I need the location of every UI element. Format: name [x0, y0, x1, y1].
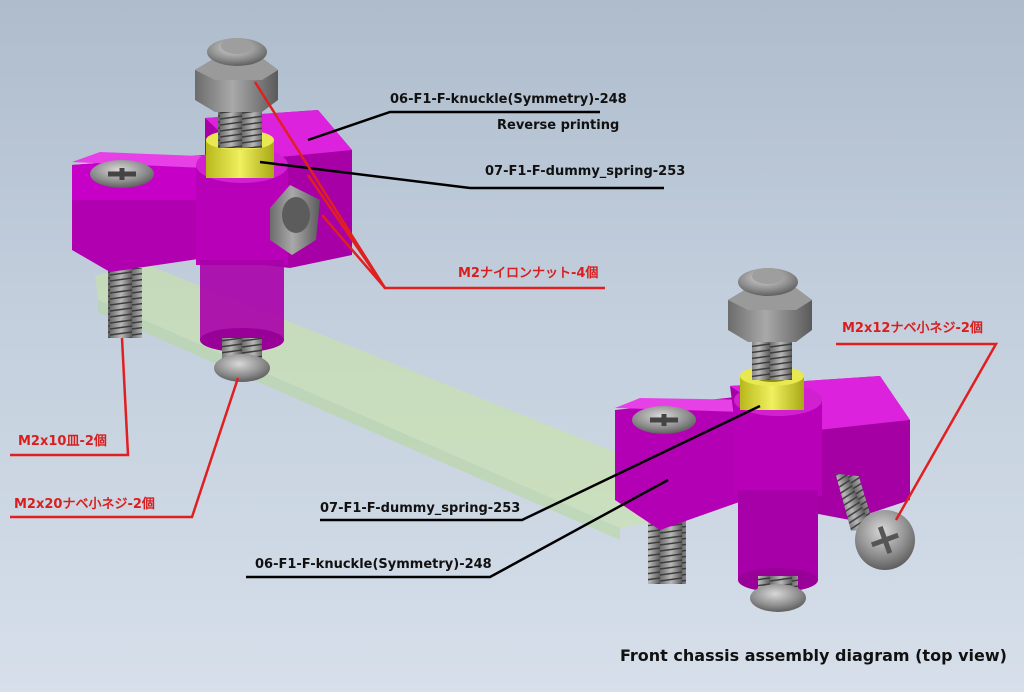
- label-spring-bottom: 07-F1-F-dummy_spring-253: [320, 501, 521, 516]
- right-knuckle-assembly: [615, 268, 915, 612]
- label-spring-top: 07-F1-F-dummy_spring-253: [485, 164, 686, 179]
- diagram-caption: Front chassis assembly diagram (top view…: [620, 646, 1007, 665]
- left-knuckle-assembly: [72, 38, 352, 382]
- label-m2x12-screw: M2x12ナベ小ネジ-2個: [842, 321, 983, 336]
- label-m2x20-screw: M2x20ナベ小ネジ-2個: [14, 497, 155, 512]
- label-m2x10-screw: M2x10皿-2個: [18, 434, 107, 449]
- leader-lines: [10, 81, 999, 579]
- connecting-bar: [95, 262, 660, 540]
- label-reverse-printing: Reverse printing: [497, 118, 620, 133]
- label-knuckle-top: 06-F1-F-knuckle(Symmetry)-248: [390, 92, 627, 107]
- label-knuckle-bottom: 06-F1-F-knuckle(Symmetry)-248: [255, 557, 492, 572]
- label-nylon-nut: M2ナイロンナット-4個: [458, 266, 599, 281]
- left-m2x10-screw: [108, 268, 142, 338]
